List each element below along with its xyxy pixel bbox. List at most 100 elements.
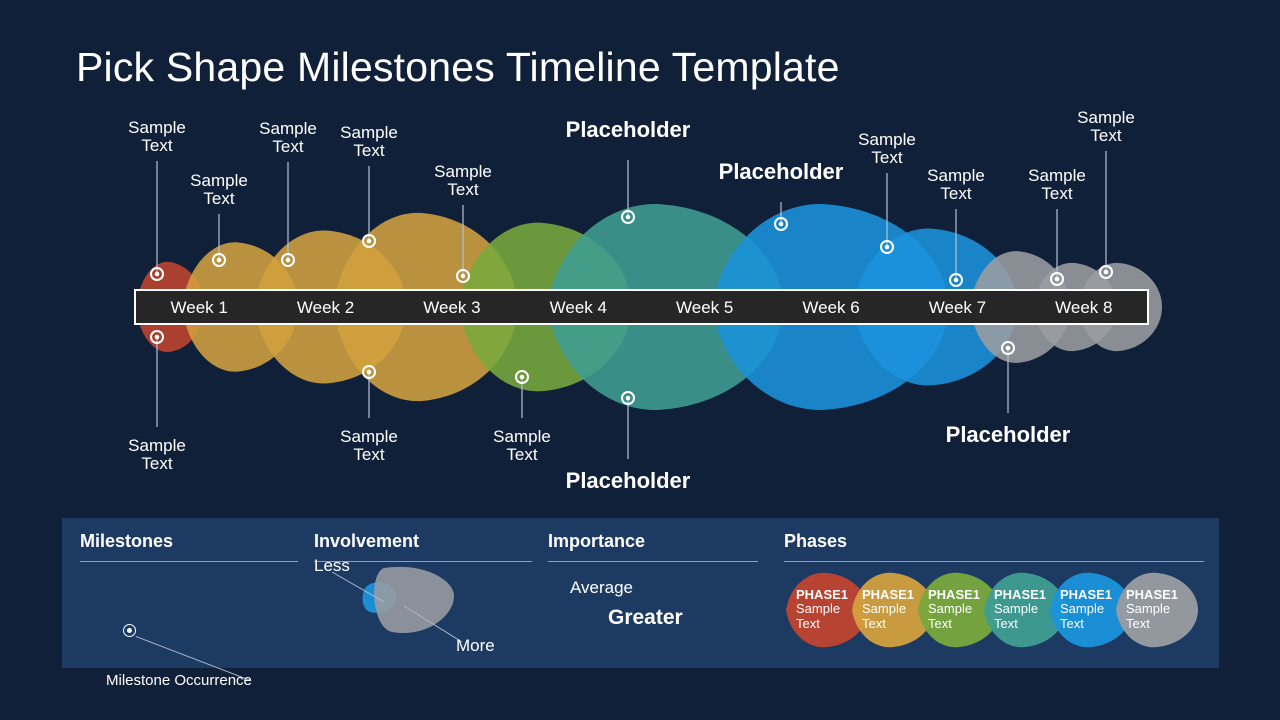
milestone-2-marker-ring-icon[interactable]: [150, 330, 164, 344]
milestone-15-marker-ring-icon[interactable]: [1050, 272, 1064, 286]
legend-heading-milestones: Milestones: [80, 531, 174, 551]
milestone-5-label[interactable]: Sample Text: [340, 123, 398, 161]
milestone-16-marker-ring-icon[interactable]: [1099, 265, 1113, 279]
legend-divider: [80, 560, 298, 562]
milestone-10-marker-ring-icon[interactable]: [621, 391, 635, 405]
legend-divider: [548, 560, 758, 562]
milestone-6-marker-ring-icon[interactable]: [362, 365, 376, 379]
milestone-13-marker-ring-icon[interactable]: [949, 273, 963, 287]
milestone-14-marker-ring-icon[interactable]: [1001, 341, 1015, 355]
phase-subtitle-4: Sample Text: [994, 601, 1039, 631]
legend-column-importance: Importance Average Greater: [548, 518, 758, 668]
milestone-5-marker-ring-icon[interactable]: [362, 234, 376, 248]
week-cell-5[interactable]: Week 5: [676, 297, 734, 317]
milestone-15-marker-dot-icon: [1054, 276, 1060, 282]
week-cell-3[interactable]: Week 3: [423, 297, 481, 317]
milestone-11-marker-dot-icon: [778, 221, 784, 227]
milestone-3-marker-dot-icon: [216, 257, 222, 263]
milestone-3-label[interactable]: Sample Text: [190, 171, 248, 209]
milestone-9-marker-ring-icon[interactable]: [621, 210, 635, 224]
phase-title-2: PHASE1: [862, 586, 915, 602]
phase-title-3: PHASE1: [928, 586, 981, 602]
milestone-4-marker-ring-icon[interactable]: [281, 253, 295, 267]
phase-subtitle-3: Sample Text: [928, 601, 973, 631]
milestone-12-marker-dot-icon: [884, 244, 890, 250]
milestone-8-label[interactable]: Sample Text: [493, 427, 551, 465]
milestone-10-label[interactable]: Placeholder: [565, 468, 691, 493]
milestone-11-label[interactable]: Placeholder: [718, 159, 844, 184]
milestone-2-label[interactable]: Sample Text: [128, 436, 186, 474]
phase-shape-3: [918, 572, 1000, 647]
timeline-week-bar[interactable]: Week 1 Week 2 Week 3 Week 4 Week 5 Week 6 Week…: [134, 289, 1149, 325]
page-title: Pick Shape Milestones Timeline Template: [76, 44, 840, 90]
week-cell-4[interactable]: Week 4: [549, 297, 607, 317]
milestone-1-label[interactable]: Sample Text: [128, 118, 186, 156]
milestone-15-label[interactable]: Sample Text: [1028, 166, 1086, 204]
legend-body-milestones: Milestone Occurrence: [80, 562, 298, 689]
milestone-4-marker-dot-icon: [285, 257, 291, 263]
milestone-12-marker-ring-icon[interactable]: [880, 240, 894, 254]
milestone-6-marker-dot-icon: [366, 369, 372, 375]
milestone-1-marker-ring-icon[interactable]: [150, 267, 164, 281]
legend-panel: Milestones Milestone Occurrence Involvem…: [62, 518, 1219, 689]
milestone-13-label[interactable]: Sample Text: [927, 166, 985, 204]
milestone-9-label[interactable]: Placeholder: [565, 117, 691, 142]
phase-subtitle-1: Sample Text: [796, 601, 841, 631]
legend-label-less: Less: [314, 555, 350, 575]
legend-column-milestones: Milestones Milestone Occurrence: [80, 518, 298, 689]
phase-shape-4: [984, 572, 1066, 647]
milestone-7-marker-ring-icon[interactable]: [456, 269, 470, 283]
milestone-7-label[interactable]: Sample Text: [434, 162, 492, 200]
week-cell-6[interactable]: Week 6: [802, 297, 860, 317]
legend-body-importance: Average Greater: [548, 562, 758, 654]
legend-label-average: Average: [570, 577, 634, 597]
phase-shape-6: [1116, 572, 1198, 647]
phase-shape-2: [852, 572, 934, 647]
milestone-3-marker-ring-icon[interactable]: [212, 253, 226, 267]
phase-subtitle-2: Sample Text: [862, 601, 907, 631]
milestone-11-marker-ring-icon[interactable]: [774, 217, 788, 231]
phase-subtitle-6: Sample Text: [1126, 601, 1171, 631]
milestone-4-label[interactable]: Sample Text: [259, 119, 317, 157]
phase-title-5: PHASE1: [1060, 586, 1113, 602]
legend-label-greater: Greater: [608, 605, 683, 629]
week-cell-2[interactable]: Week 2: [296, 297, 355, 317]
milestone-12-label[interactable]: Sample Text: [858, 130, 916, 168]
legend-column-involvement: Involvement Less More: [314, 518, 532, 668]
milestone-16-marker-dot-icon: [1103, 269, 1109, 275]
milestone-13-marker-dot-icon: [953, 277, 959, 283]
legend-label-more: More: [456, 635, 495, 655]
phase-shape-5: [1050, 572, 1132, 647]
involvement-shapes: [331, 566, 463, 643]
milestone-2-marker-dot-icon: [154, 334, 160, 340]
week-cell-8[interactable]: Week 8: [1055, 297, 1113, 317]
milestone-10-marker-dot-icon: [625, 395, 631, 401]
phase-subtitle-5: Sample Text: [1060, 601, 1105, 631]
legend-heading-importance: Importance: [548, 531, 646, 551]
milestone-9-marker-dot-icon: [625, 214, 631, 220]
milestone-6-label[interactable]: Sample Text: [340, 427, 398, 465]
milestone-14-label[interactable]: Placeholder: [945, 422, 1071, 447]
phase-title-4: PHASE1: [994, 586, 1047, 602]
phase-title-6: PHASE1: [1126, 586, 1179, 602]
legend-body-involvement: Less More: [314, 556, 532, 655]
milestone-8-marker-ring-icon[interactable]: [515, 370, 529, 384]
week-cell-1[interactable]: Week 1: [170, 297, 228, 317]
week-cell-7[interactable]: Week 7: [928, 297, 987, 317]
milestone-16-label[interactable]: Sample Text: [1077, 108, 1135, 146]
legend-heading-phases: Phases: [784, 531, 848, 551]
